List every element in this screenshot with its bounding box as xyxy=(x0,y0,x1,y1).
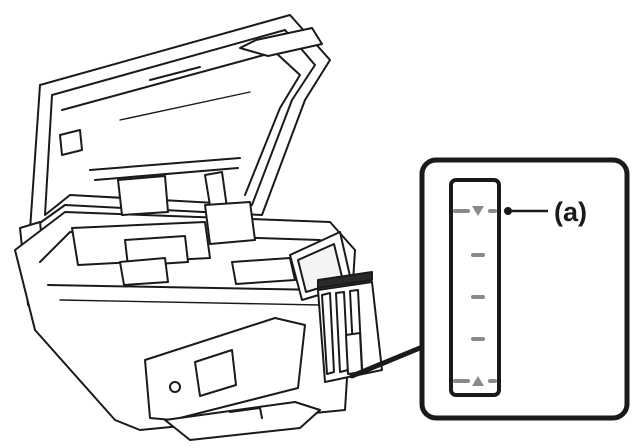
callout-label: (a) xyxy=(554,197,587,227)
callout-pointer xyxy=(504,207,548,215)
power-button-icon xyxy=(169,381,181,393)
ink-tank-window-small xyxy=(345,332,363,375)
magnified-callout: (a) xyxy=(419,157,630,421)
window-frame xyxy=(449,178,501,397)
printer-illustration xyxy=(14,14,383,441)
output-tray xyxy=(164,401,321,441)
magnifier-leader xyxy=(349,340,435,379)
scanner-lid xyxy=(29,14,331,231)
bottom-triangle-marker xyxy=(472,376,484,386)
top-triangle-marker xyxy=(472,206,484,216)
ink-tank-unit xyxy=(317,271,383,383)
ink-level-window xyxy=(449,178,501,397)
control-panel xyxy=(144,317,306,421)
print-head-carriage xyxy=(71,175,296,286)
